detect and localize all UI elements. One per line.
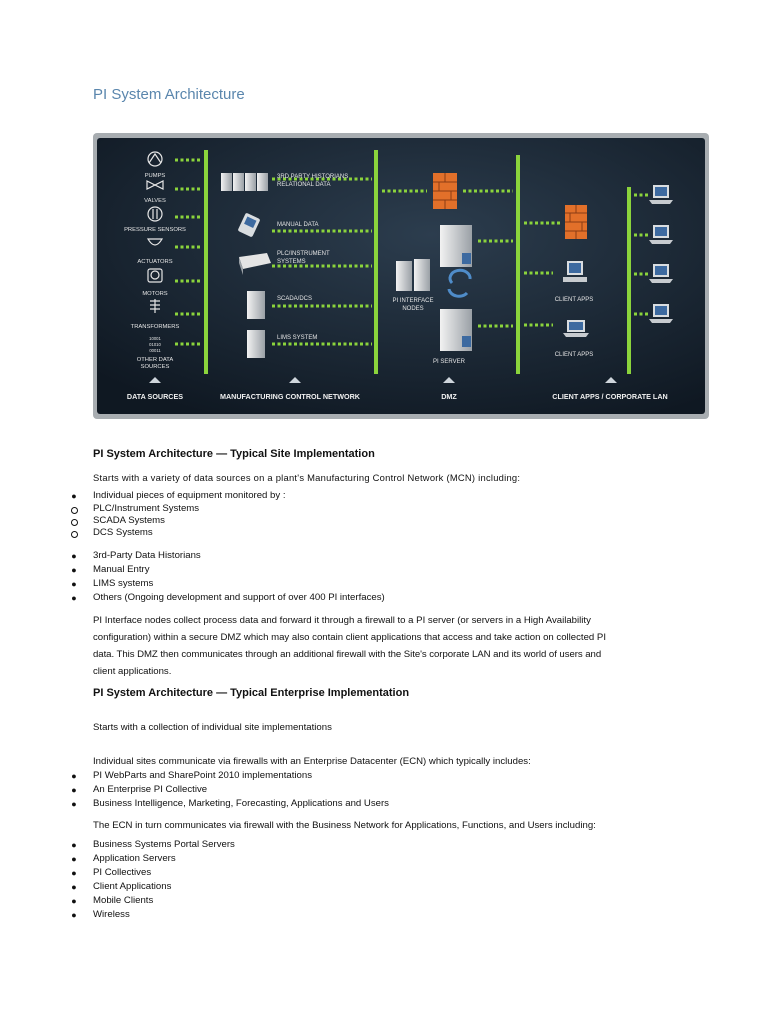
- list-item: ●Client Applications: [0, 880, 235, 894]
- paragraph-line: PI Interface nodes collect process data …: [93, 612, 668, 629]
- svg-text:PLC/INSTRUMENT: PLC/INSTRUMENT: [277, 251, 330, 257]
- list-item: ●Wireless: [0, 908, 235, 922]
- ecn-intro: Individual sites communicate via firewal…: [93, 754, 653, 770]
- svg-text:MANUAL DATA: MANUAL DATA: [277, 222, 319, 228]
- list-item: ●Business Systems Portal Servers: [0, 838, 235, 852]
- list-item: ●An Enterprise PI Collective: [0, 783, 389, 797]
- architecture-diagram: PUMPS VALVES PRESSURE SENSORS ACTUATORS …: [93, 133, 709, 419]
- list-item: SCADA Systems: [0, 515, 286, 527]
- bullet-icon: ●: [69, 563, 79, 577]
- zone-label-client-apps: CLIENT APPS / CORPORATE LAN: [552, 392, 667, 401]
- list-item: ●Application Servers: [0, 852, 235, 866]
- firewall-icon: [433, 173, 457, 209]
- source-label: PUMPS: [145, 173, 166, 179]
- backbone-line: [516, 155, 520, 374]
- paragraph-line: client applications.: [93, 663, 668, 680]
- list-item: ●3rd-Party Data Historians: [0, 549, 385, 563]
- bullet-icon: ●: [69, 838, 79, 852]
- pi-server-icon: [440, 225, 472, 267]
- pi-server-label: PI SERVER: [433, 359, 466, 365]
- backbone-line: [627, 187, 631, 374]
- bullet-icon: ●: [69, 769, 79, 783]
- site-section-title: PI System Architecture — Typical Site Im…: [93, 448, 375, 460]
- source-label: SOURCES: [141, 364, 170, 370]
- list-item: ●Manual Entry: [0, 563, 385, 577]
- bullet-icon: ●: [69, 577, 79, 591]
- svg-text:LIMS SYSTEM: LIMS SYSTEM: [277, 335, 317, 341]
- sources-list: ●3rd-Party Data Historians ●Manual Entry…: [0, 549, 385, 605]
- svg-text:SCADA/DCS: SCADA/DCS: [277, 296, 312, 302]
- page-title: PI System Architecture: [93, 86, 245, 103]
- bullet-icon: ●: [69, 894, 79, 908]
- list-item: ●Others (Ongoing development and support…: [0, 591, 385, 605]
- list-item: DCS Systems: [0, 527, 286, 539]
- business-intro: The ECN in turn communicates via firewal…: [93, 818, 653, 834]
- svg-text:10001: 10001: [149, 336, 161, 341]
- svg-text:00011: 00011: [149, 348, 161, 353]
- bullet-icon: ●: [69, 866, 79, 880]
- lims-server-icon: [247, 330, 265, 358]
- backbone-line: [374, 150, 378, 374]
- business-list: ●Business Systems Portal Servers ●Applic…: [0, 838, 235, 922]
- list-item: ●PI Collectives: [0, 866, 235, 880]
- interface-nodes-label: NODES: [402, 306, 423, 312]
- source-label: OTHER DATA: [137, 357, 174, 363]
- source-label: ACTUATORS: [137, 259, 172, 265]
- list-item: ●LIMS systems: [0, 577, 385, 591]
- svg-text:3RD PARTY HISTORIANS: 3RD PARTY HISTORIANS: [277, 174, 348, 180]
- bullet-icon: ●: [69, 797, 79, 811]
- bullet-icon: ●: [69, 852, 79, 866]
- equipment-list: ●Individual pieces of equipment monitore…: [0, 489, 286, 539]
- bullet-icon: ●: [69, 783, 79, 797]
- paragraph-line: configuration) within a secure DMZ which…: [93, 629, 668, 646]
- list-item: ●Business Intelligence, Marketing, Forec…: [0, 797, 389, 811]
- source-label: PRESSURE SENSORS: [124, 227, 186, 233]
- source-label: VALVES: [144, 198, 166, 204]
- list-item: PLC/Instrument Systems: [0, 503, 286, 515]
- circle-bullet-icon: [71, 531, 78, 538]
- svg-text:RELATIONAL DATA: RELATIONAL DATA: [277, 182, 330, 188]
- svg-text:01010: 01010: [149, 342, 161, 347]
- list-item: ●PI WebParts and SharePoint 2010 impleme…: [0, 769, 389, 783]
- bullet-icon: ●: [69, 489, 79, 503]
- interface-nodes-label: PI INTERFACE: [392, 298, 433, 304]
- zone-label-mcn: MANUFACTURING CONTROL NETWORK: [220, 392, 361, 401]
- enterprise-intro: Starts with a collection of individual s…: [93, 720, 653, 736]
- list-item: ●Mobile Clients: [0, 894, 235, 908]
- scada-server-icon: [247, 291, 265, 319]
- bullet-icon: ●: [69, 880, 79, 894]
- list-item: ●Individual pieces of equipment monitore…: [0, 489, 286, 503]
- paragraph-line: data. This DMZ then communicates through…: [93, 646, 668, 663]
- pi-server-icon: [440, 309, 472, 351]
- zone-label-data-sources: DATA SOURCES: [127, 392, 183, 401]
- client-apps-label: CLIENT APPS: [555, 297, 594, 303]
- ecn-list: ●PI WebParts and SharePoint 2010 impleme…: [0, 769, 389, 811]
- circle-bullet-icon: [71, 507, 78, 514]
- site-paragraph: PI Interface nodes collect process data …: [93, 612, 668, 680]
- source-label: TRANSFORMERS: [131, 324, 180, 330]
- circle-bullet-icon: [71, 519, 78, 526]
- enterprise-section-title: PI System Architecture — Typical Enterpr…: [93, 687, 409, 699]
- zone-label-dmz: DMZ: [441, 392, 457, 401]
- bullet-icon: ●: [69, 908, 79, 922]
- binary-glyph: 10001 01010 00011: [149, 336, 161, 353]
- site-intro: Starts with a variety of data sources on…: [93, 470, 653, 486]
- source-label: MOTORS: [142, 291, 167, 297]
- bullet-icon: ●: [69, 591, 79, 605]
- client-apps-label: CLIENT APPS: [555, 352, 594, 358]
- svg-text:SYSTEMS: SYSTEMS: [277, 259, 306, 265]
- firewall-icon: [565, 205, 587, 239]
- bullet-icon: ●: [69, 549, 79, 563]
- backbone-line: [204, 150, 208, 374]
